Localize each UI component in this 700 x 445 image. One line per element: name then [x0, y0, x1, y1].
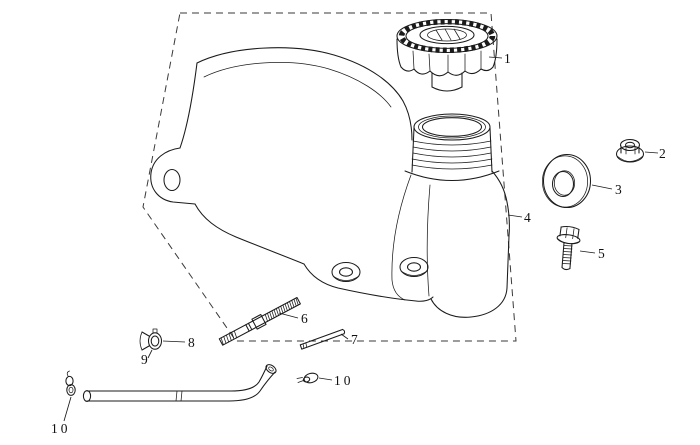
callout-label-7: 7: [351, 332, 358, 347]
mounting-boss-right: [399, 256, 429, 278]
callout-label-8: 8: [188, 335, 195, 350]
mounting-tab: [150, 147, 196, 205]
leader-5: [579, 250, 596, 254]
leader-7: [340, 333, 349, 340]
leader-10-end: [63, 396, 72, 422]
callout-label-10-end: 10: [51, 421, 71, 436]
leader-4: [507, 214, 523, 218]
leader-10-mid: [318, 377, 333, 381]
flange-nut: [615, 138, 645, 163]
mounting-tab-hole: [163, 168, 181, 192]
callout-label-3: 3: [615, 182, 622, 197]
callout-label-6: 6: [301, 311, 308, 326]
hose-end-opening: [265, 364, 277, 374]
callout-label-5: 5: [598, 246, 605, 261]
hose-clamp: [139, 328, 163, 351]
mounting-boss-left: [331, 261, 361, 283]
leader-6: [278, 312, 299, 319]
callout-label-4: 4: [524, 210, 531, 225]
callout-label-10-mid: 10: [334, 373, 354, 388]
callout-labels: 1 2 3 4 5 6 7 8 9 10 10: [51, 51, 666, 436]
leader-9: [147, 349, 153, 359]
callout-label-9: 9: [141, 352, 148, 367]
callout-label-2: 2: [659, 146, 666, 161]
callout-label-1: 1: [504, 51, 511, 66]
leader-3: [591, 184, 613, 190]
leader-2: [644, 151, 659, 154]
flange-bolt: [556, 225, 581, 271]
leader-8: [162, 340, 186, 343]
fuel-tank: [150, 47, 510, 318]
fuel-hose: [82, 364, 277, 402]
leader-1: [488, 56, 503, 59]
fuel-cap: [396, 18, 498, 92]
hose-clip-mid: [296, 372, 319, 384]
washer: [542, 153, 592, 209]
callout-leaders: [63, 56, 659, 422]
dowel-pin: [299, 328, 346, 350]
stud: [218, 296, 301, 346]
hose-clip-end: [65, 370, 76, 396]
filler-neck: [404, 113, 500, 182]
hose-start-cap: [82, 390, 92, 402]
